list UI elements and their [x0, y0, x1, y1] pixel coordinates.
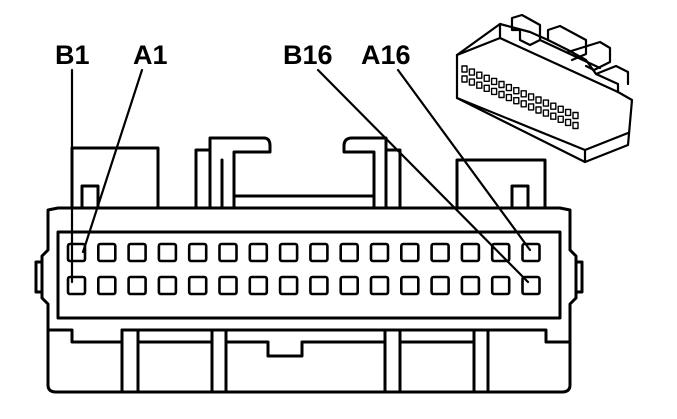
pin-cavity-b4 — [157, 275, 178, 296]
inset-pin-cavity — [520, 100, 527, 108]
inset-pin-cavity — [542, 99, 550, 107]
inset-pin-cavity — [461, 75, 468, 83]
pin-cavity-b15 — [490, 275, 511, 296]
pin-cavity-b6 — [218, 275, 238, 296]
inset-pin-cavity — [572, 121, 579, 130]
pin-cavity-b11 — [369, 275, 390, 296]
label-b1: B1 — [55, 40, 90, 70]
pin-cavity-b13 — [430, 275, 450, 296]
pin-cavity-b10 — [339, 275, 360, 296]
pin-cavity-b9 — [309, 275, 329, 296]
pin-cavity-b12 — [399, 275, 420, 296]
inset-pin-cavity — [468, 78, 476, 86]
inset-pin-cavity — [527, 93, 535, 101]
pin-cavity-b14 — [460, 275, 481, 296]
pin-cavity-a8 — [278, 242, 299, 263]
pin-cavity-a13 — [430, 242, 450, 263]
inset-pin-cavity — [476, 81, 483, 89]
pin-cavity-b3 — [127, 275, 147, 296]
inset-pin-cavity — [564, 118, 572, 127]
inset-pin-cavity — [490, 87, 498, 96]
pin-cavity-a5 — [187, 242, 208, 263]
pin-cavity-b1 — [66, 275, 87, 296]
inset-pin-cavities — [461, 65, 579, 130]
pin-cavity-a11 — [369, 242, 390, 263]
inset-pin-cavity — [535, 106, 542, 114]
label-a1: A1 — [133, 40, 168, 70]
inset-pin-cavity — [550, 112, 557, 120]
pin-cavity-a12 — [399, 242, 420, 263]
inset-pin-cavity — [513, 96, 520, 105]
pin-cavity-b8 — [278, 275, 299, 296]
pin-cavity-a4 — [157, 242, 178, 263]
inset-pin-cavity — [520, 90, 527, 98]
inset-pin-cavity — [572, 111, 579, 120]
pin-cavity-b5 — [187, 275, 208, 296]
inset-pin-cavity — [550, 102, 557, 110]
pin-cavity-a9 — [309, 242, 329, 263]
pin-cavities — [66, 242, 541, 296]
inset-pin-cavity — [483, 84, 490, 93]
pin-cavity-a1 — [66, 242, 87, 263]
inset-pin-cavity — [564, 108, 572, 117]
inset-pin-cavity — [527, 103, 535, 111]
inset-pin-cavity — [468, 68, 476, 76]
connector-inset-view — [455, 13, 634, 164]
pin-cavity-b16 — [521, 275, 541, 296]
inset-pin-cavity — [535, 96, 542, 104]
label-a16: A16 — [361, 40, 411, 70]
pin-cavity-b7 — [248, 275, 269, 296]
inset-pin-cavity — [513, 86, 520, 95]
inset-pin-cavity — [498, 90, 505, 99]
connector-housing — [34, 136, 584, 394]
pin-cavity-a2 — [97, 242, 117, 263]
pin-cavity-a7 — [248, 242, 269, 263]
inset-pin-cavity — [498, 80, 505, 89]
pin-cavity-b2 — [97, 275, 117, 296]
pin-cavity-a15 — [490, 242, 511, 263]
inset-pin-cavity — [476, 71, 483, 79]
inset-pin-cavity — [557, 105, 564, 114]
inset-pin-cavity — [490, 77, 498, 86]
pin-cavity-a3 — [127, 242, 147, 263]
pin-cavity-a16 — [521, 242, 541, 263]
pin-cavity-a14 — [460, 242, 481, 263]
pin-cavity-a6 — [218, 242, 238, 263]
leader-b16 — [316, 68, 530, 284]
leader-a1 — [81, 68, 144, 254]
inset-pin-cavity — [461, 65, 468, 73]
inset-pin-cavity — [557, 115, 564, 124]
inset-pin-cavity — [505, 83, 513, 92]
inset-pin-cavity — [542, 109, 550, 117]
inset-pin-cavity — [505, 93, 513, 102]
label-b16: B16 — [283, 40, 333, 70]
inset-pin-cavity — [483, 74, 490, 83]
pin-cavity-a10 — [339, 242, 360, 263]
